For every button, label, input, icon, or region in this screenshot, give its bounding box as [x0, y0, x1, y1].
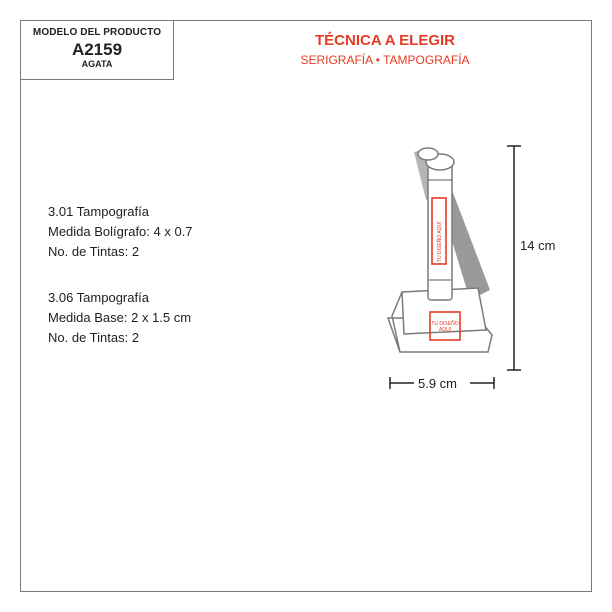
height-dimension-label: 14 cm [520, 238, 556, 253]
technique-title: TÉCNICA A ELEGIR [314, 32, 455, 49]
width-dimension-label: 5.9 cm [418, 376, 458, 391]
spec-block-base: 3.06 Tampografía Medida Base: 2 x 1.5 cm… [48, 288, 191, 348]
model-label: MODELO DEL PRODUCTO [32, 27, 162, 38]
model-box: MODELO DEL PRODUCTO A2159 AGATA [20, 20, 174, 80]
base-side [391, 291, 403, 353]
spec-block-pen: 3.01 Tampografía Medida Bolígrafo: 4 x 0… [48, 202, 193, 262]
base-print-area [429, 311, 461, 341]
spec-pen-size: Medida Bolígrafo: 4 x 0.7 [48, 224, 193, 239]
spec-base-inks: No. de Tintas: 2 [48, 330, 140, 345]
spec-base-size: Medida Base: 2 x 1.5 cm [48, 310, 192, 325]
spec-pen-inks: No. de Tintas: 2 [48, 244, 140, 259]
base-print-label-1: TU DISEÑO [431, 320, 458, 327]
spec-base-technique: 3.06 Tampografía [48, 290, 149, 305]
technique-subtitle: SERIGRAFÍA • TAMPOGRAFÍA [300, 53, 470, 67]
spec-pen-technique: 3.01 Tampografía [48, 204, 149, 219]
base-print-label-2: AQUÍ [439, 326, 452, 333]
page-frame [20, 20, 592, 592]
model-name: AGATA [81, 59, 113, 69]
model-code: A2159 [71, 40, 123, 59]
pen-print-label: TU DISEÑO AQUÍ [436, 221, 443, 262]
pen-print-area [431, 197, 447, 265]
pen-clip-top [417, 147, 439, 161]
